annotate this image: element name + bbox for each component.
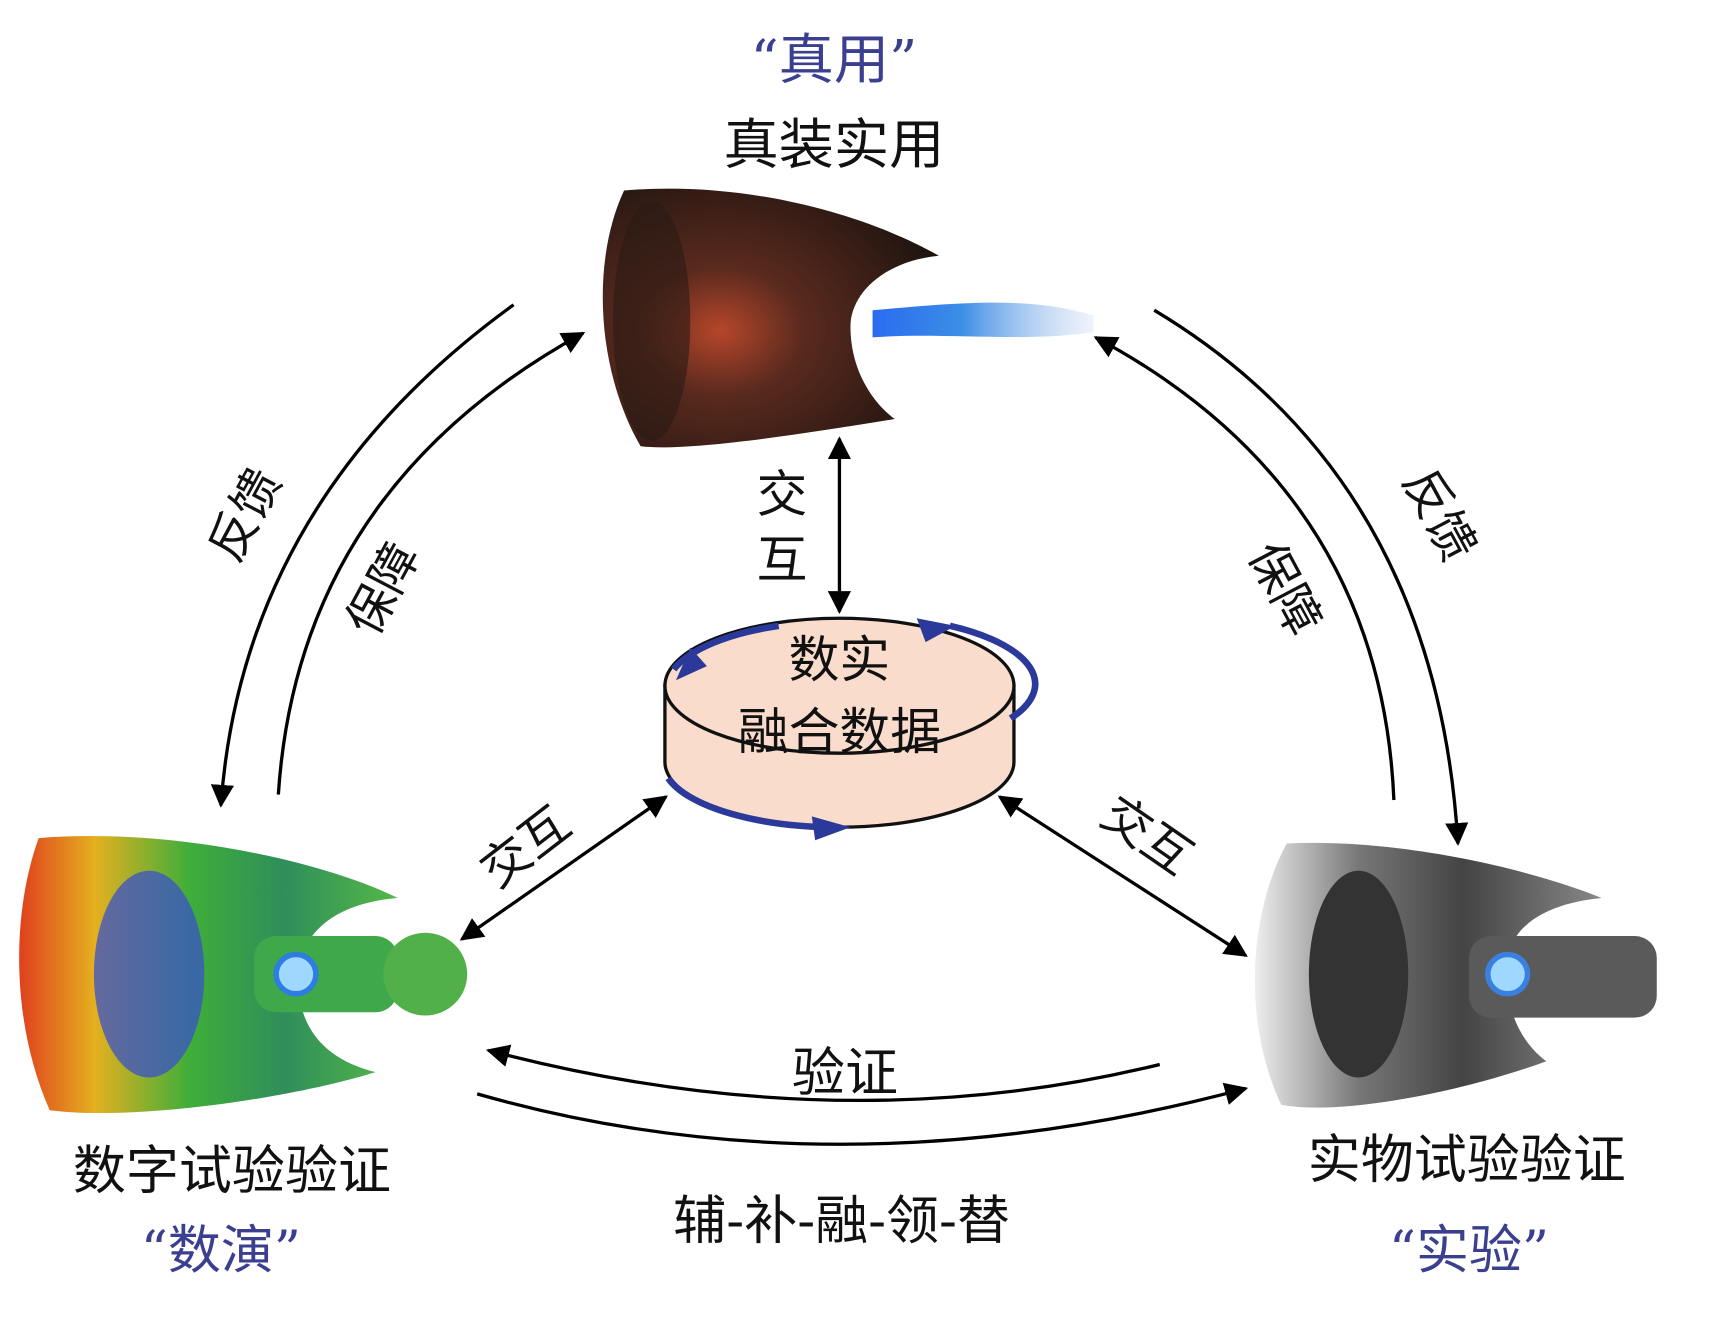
center-label-line2: 融合数据 bbox=[738, 702, 941, 761]
support-label-right: 保障 bbox=[1237, 534, 1332, 645]
feedback-arrow-right bbox=[1153, 308, 1469, 846]
verify-arrow bbox=[485, 1044, 1161, 1103]
feedback-arrow-left bbox=[210, 303, 515, 808]
support-arrow-left bbox=[276, 331, 586, 795]
left-quote: “数演” bbox=[141, 1220, 301, 1281]
interact-label-top-2: 互 bbox=[757, 530, 808, 589]
right-quote: “实验” bbox=[1389, 1220, 1549, 1281]
interact-label-top-1: 交 bbox=[757, 465, 808, 524]
left-title: 数字试验验证 bbox=[73, 1141, 391, 1202]
interact-arrow-left bbox=[459, 795, 668, 941]
center-label-line1: 数实 bbox=[789, 630, 891, 689]
verify-label: 验证 bbox=[792, 1043, 898, 1104]
interact-arrow-right bbox=[997, 795, 1248, 958]
feedback-label-left: 反馈 bbox=[198, 460, 293, 571]
fusion-data-cylinder bbox=[663, 616, 1039, 841]
right-title: 实物试验验证 bbox=[1308, 1130, 1626, 1191]
feedback-label-right: 反馈 bbox=[1391, 460, 1486, 571]
progression-arrow bbox=[476, 1082, 1249, 1146]
progression-label: 辅-补-融-领-替 bbox=[673, 1191, 1010, 1252]
interact-label-right: 交互 bbox=[1091, 786, 1203, 886]
top-title: 真装实用 bbox=[723, 113, 944, 177]
top-quote: “真用” bbox=[750, 28, 917, 92]
support-arrow-right bbox=[1093, 335, 1396, 801]
interact-label-left: 交互 bbox=[470, 796, 581, 899]
digital-engine-image bbox=[19, 835, 468, 1114]
physical-engine-image bbox=[1254, 842, 1657, 1108]
real-engine-image bbox=[602, 188, 1094, 448]
